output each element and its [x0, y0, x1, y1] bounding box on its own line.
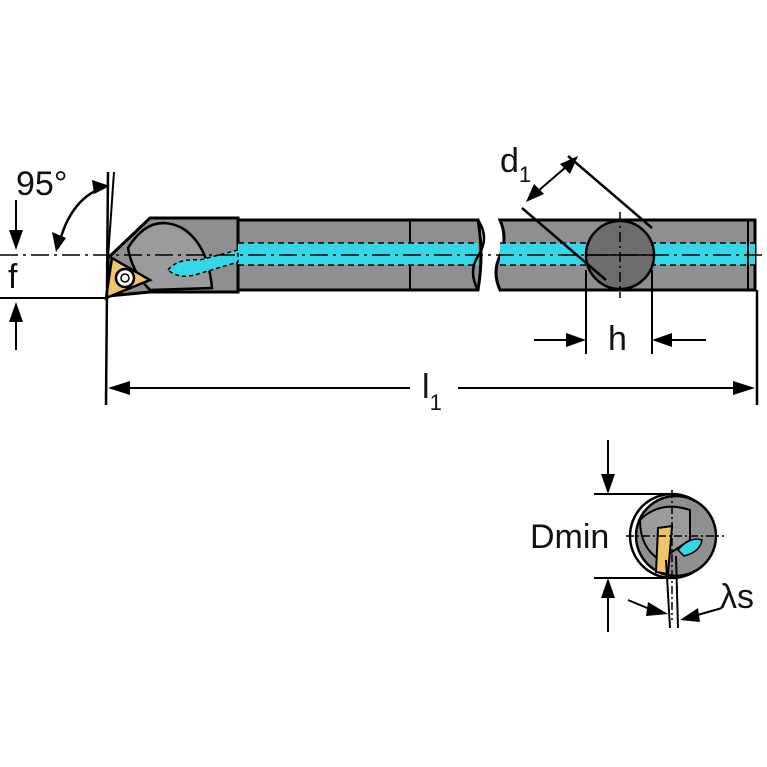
angle-label: 95° — [16, 165, 67, 203]
insert-screw-hole — [120, 273, 130, 283]
d1-diagonal-line-upper — [567, 155, 653, 229]
l1-label: l1 — [422, 368, 442, 415]
lambda-reference-line — [665, 559, 671, 629]
f-label: f — [8, 258, 18, 296]
angle-arrow-head — [92, 180, 110, 194]
coolant-outlet — [166, 249, 239, 277]
dmin-label: Dmin — [530, 518, 609, 556]
boring-bar-side-view-left — [104, 216, 486, 300]
h-arrow-head — [652, 333, 672, 347]
l1-dimension: l1 — [108, 290, 759, 415]
d1-arrow-head — [560, 156, 578, 174]
break-line-left — [471, 219, 486, 291]
f-dimension: f — [0, 200, 108, 350]
coolant-channel — [238, 243, 478, 265]
dmin-arrow-head — [601, 578, 615, 598]
cutting-edge-line — [107, 171, 115, 259]
h-dimension: h — [534, 270, 706, 358]
d1-diagonal-line — [521, 207, 607, 281]
d1-label: d1 — [500, 142, 531, 187]
d1-arrow-head — [526, 184, 544, 202]
f-arrow-head-top — [9, 230, 23, 250]
lambda-arrow-head — [680, 608, 700, 622]
front-coolant-outlet — [676, 538, 703, 557]
front-insert — [654, 524, 674, 576]
lambda-insert-line — [675, 555, 679, 629]
reference-vertical — [104, 171, 110, 406]
boring-bar-side-view-right — [494, 155, 757, 298]
f-arrow-head-bottom — [9, 302, 23, 322]
angle-arrow-head — [52, 232, 66, 252]
dmin-arrow-head — [601, 474, 615, 494]
front-view: Dmin λs — [530, 440, 754, 632]
h-label: h — [608, 320, 627, 358]
d1-dimension: d1 — [500, 142, 578, 202]
l1-arrow-head — [108, 381, 130, 395]
h-arrow-head — [566, 333, 586, 347]
lambda-s-label: λs — [720, 578, 754, 616]
lambda-arrow-head — [646, 602, 668, 616]
l1-arrow-head — [733, 381, 755, 395]
angle-dimension: 95° — [16, 165, 115, 406]
